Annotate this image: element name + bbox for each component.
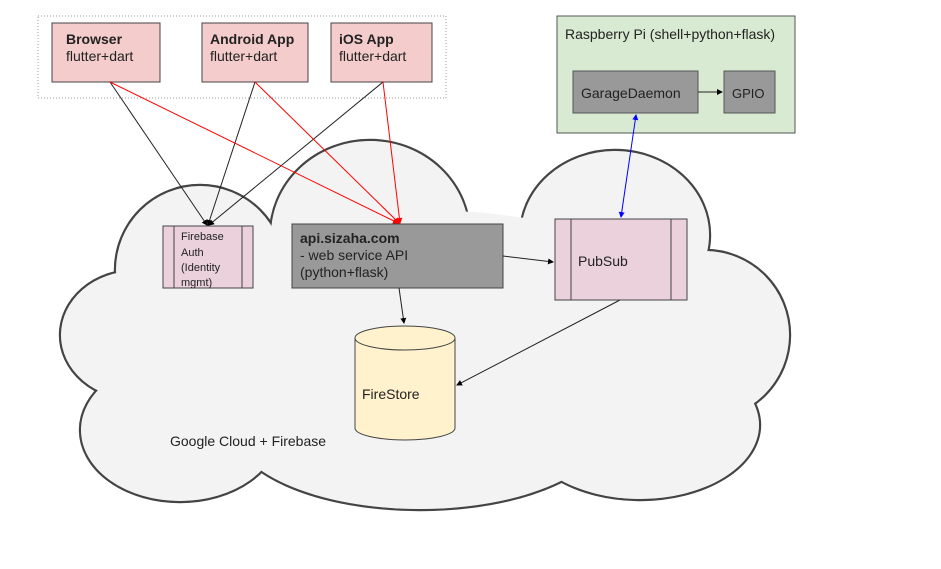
- pubsub-firestore-arrow: [456, 295, 626, 386]
- svg-text:GPIO: GPIO: [732, 86, 765, 101]
- svg-text:(python+flask): (python+flask): [300, 264, 388, 280]
- api-to-pubsub-arrow: [502, 255, 554, 265]
- svg-text:PubSub: PubSub: [578, 253, 628, 269]
- svg-text:iOS App: iOS App: [339, 31, 394, 47]
- daemon-pubsub-arrow: [618, 114, 639, 218]
- gpio-box: GPIO: [723, 70, 776, 114]
- clients-group: [37, 15, 447, 99]
- svg-text:api.sizaha.com: api.sizaha.com: [300, 230, 400, 246]
- svg-text:flutter+dart: flutter+dart: [339, 48, 406, 64]
- svg-text:Auth: Auth: [181, 247, 204, 259]
- svg-text:Raspberry Pi (shell+python+fla: Raspberry Pi (shell+python+flask): [565, 26, 775, 42]
- firestore-database: FireStore: [354, 325, 456, 441]
- svg-text:mgmt): mgmt): [181, 277, 212, 289]
- browser-box: Browser flutter+dart: [51, 22, 161, 83]
- pubsub-box: PubSub: [554, 218, 688, 301]
- svg-text:Browser: Browser: [66, 31, 123, 47]
- svg-text:- web service API: - web service API: [300, 247, 408, 263]
- garage-daemon-box: GarageDaemon: [572, 70, 699, 114]
- auth-arrows: [109, 81, 384, 226]
- svg-text:flutter+dart: flutter+dart: [210, 48, 277, 64]
- cloud-shape: [58, 138, 792, 512]
- svg-text:Android App: Android App: [210, 31, 294, 47]
- svg-text:(Identity: (Identity: [181, 262, 221, 274]
- cloud-label: Google Cloud + Firebase: [170, 433, 326, 449]
- api-to-firestore-arrow: [398, 287, 407, 324]
- ios-app-box: iOS App flutter+dart: [330, 22, 433, 83]
- svg-text:GarageDaemon: GarageDaemon: [581, 85, 681, 101]
- svg-text:Firebase: Firebase: [181, 231, 224, 243]
- api-arrows: [109, 81, 403, 224]
- svg-text:FireStore: FireStore: [362, 386, 420, 402]
- android-app-box: Android App flutter+dart: [201, 22, 309, 83]
- api-box: api.sizaha.com - web service API (python…: [291, 223, 504, 289]
- svg-text:flutter+dart: flutter+dart: [66, 48, 133, 64]
- firebase-auth-box: Firebase Auth (Identity mgmt): [162, 225, 254, 289]
